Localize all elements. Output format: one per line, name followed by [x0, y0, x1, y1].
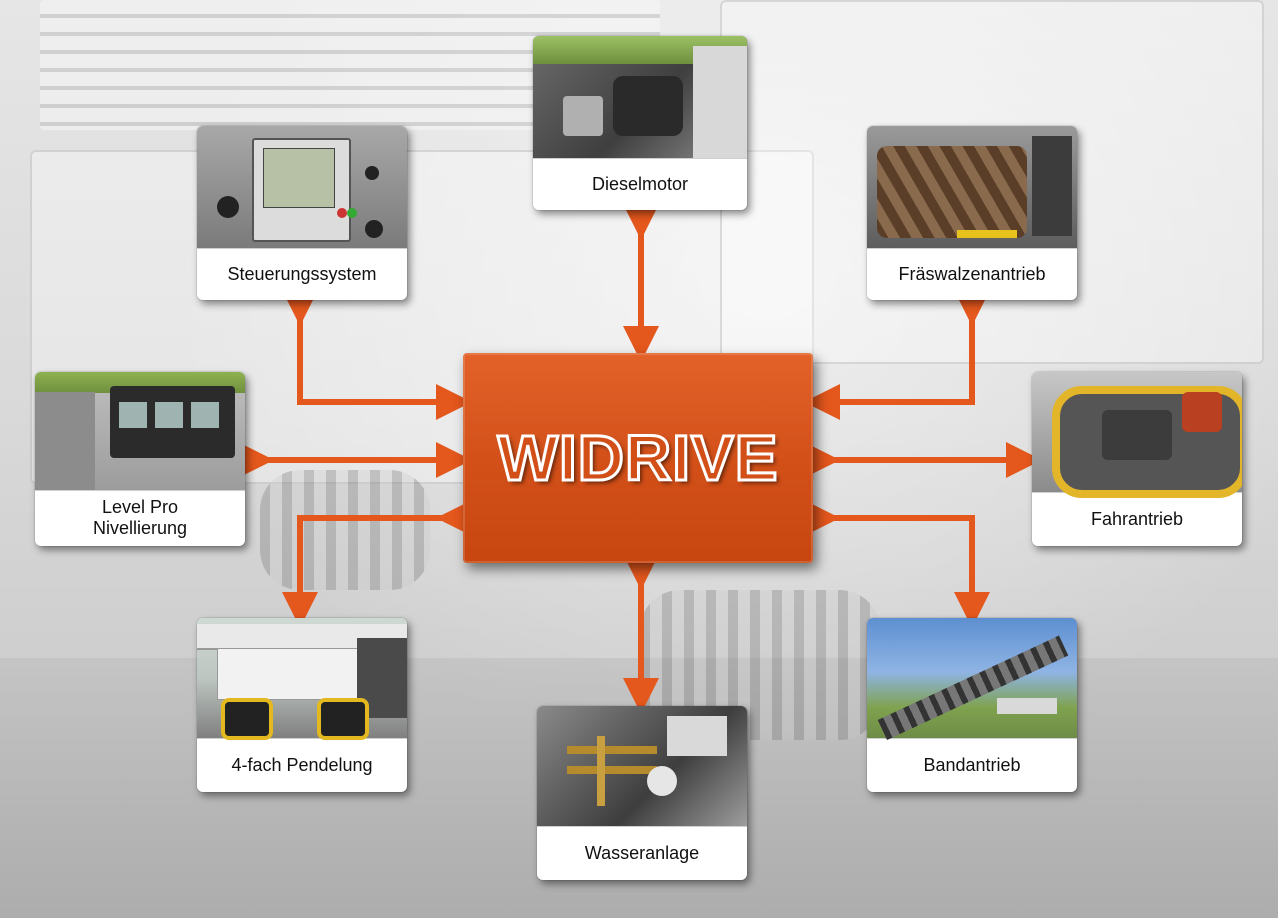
label-steuerungssystem: Steuerungssystem — [227, 263, 377, 284]
arrow-fraeswalzenantrieb — [804, 290, 990, 420]
card-level-pro: Level Pro Nivellierung — [35, 372, 245, 546]
card-bandantrieb: Bandantrieb — [867, 618, 1077, 792]
card-dieselmotor: Dieselmotor — [533, 36, 747, 210]
conveyor-belt-photo — [867, 618, 1077, 740]
card-fahrantrieb: Fahrantrieb — [1032, 372, 1242, 546]
card-steuerungssystem: Steuerungssystem — [197, 126, 407, 300]
label-fahrantrieb: Fahrantrieb — [1090, 508, 1184, 529]
control-panel-photo — [197, 126, 407, 249]
card-fraeswalzenantrieb: Fräswalzenantrieb — [867, 126, 1077, 300]
hub-title: WIDRIVE — [496, 421, 779, 496]
water-system-photo — [537, 706, 747, 827]
label-level-pro-line1: Level Pro — [101, 497, 179, 517]
card-wasseranlage: Wasseranlage — [537, 706, 747, 880]
widrive-hub: WIDRIVE — [463, 353, 813, 563]
level-pro-display-photo — [35, 372, 245, 491]
milling-drum-photo — [867, 126, 1077, 249]
label-dieselmotor: Dieselmotor — [591, 173, 689, 194]
label-wasseranlage: Wasseranlage — [584, 842, 700, 863]
label-bandantrieb: Bandantrieb — [923, 754, 1021, 775]
card-pendelung: 4-fach Pendelung — [197, 618, 407, 792]
arrow-steuerungssystem — [282, 290, 472, 420]
diesel-engine-photo — [533, 36, 747, 159]
machine-oscillation-photo — [197, 618, 407, 740]
label-pendelung: 4-fach Pendelung — [231, 754, 373, 775]
track-drive-photo — [1032, 372, 1242, 498]
label-level-pro-line2: Nivellierung — [92, 518, 188, 538]
label-fraeswalzenantrieb: Fräswalzenantrieb — [898, 263, 1046, 284]
arrow-bandantrieb — [804, 500, 990, 628]
arrow-pendelung — [282, 500, 472, 628]
